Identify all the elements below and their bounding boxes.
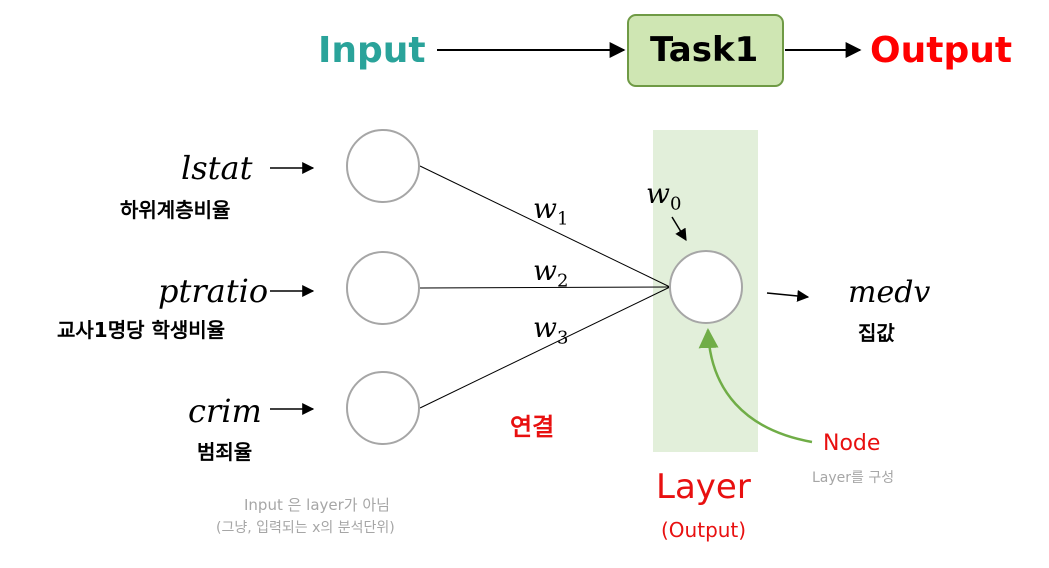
output-arrow <box>766 289 810 302</box>
output-desc-medv: 집값 <box>858 321 895 345</box>
input-node-ptratio <box>346 251 420 325</box>
input-var-crim: crim <box>188 392 262 430</box>
connection-3 <box>419 286 671 409</box>
node-note-title: Node <box>823 431 881 456</box>
input-desc-lstat: 하위계층비율 <box>120 198 231 222</box>
layer-title: Layer <box>656 467 751 507</box>
input-var-lstat: lstat <box>181 149 253 187</box>
connection-1 <box>419 165 671 288</box>
bias-arrow <box>671 216 687 242</box>
input-note-line2: (그냥, 입력되는 x의 분석단위) <box>216 520 395 536</box>
output-node <box>669 250 743 324</box>
connection-2 <box>419 286 671 289</box>
bias-label: w0 <box>646 177 682 215</box>
header-input-label: Input <box>318 30 426 71</box>
input-node-lstat <box>346 129 420 203</box>
weight-1-label: w1 <box>533 192 569 230</box>
input-node-crim <box>346 371 420 445</box>
node-note-subtitle: Layer를 구성 <box>812 470 895 486</box>
input-desc-crim: 범죄율 <box>197 440 253 464</box>
weight-3-label: w3 <box>533 311 569 349</box>
input-var-ptratio: ptratio <box>158 272 269 310</box>
header-output-label: Output <box>870 30 1013 71</box>
input-note-line1: Input 은 layer가 아님 <box>244 496 390 514</box>
weight-2-label: w2 <box>533 254 569 292</box>
task-box <box>627 14 784 87</box>
node-pointer-arrow <box>698 328 813 444</box>
output-var-medv: medv <box>848 275 931 310</box>
connection-label: 연결 <box>510 413 555 441</box>
input-desc-ptratio: 교사1명당 학생비율 <box>57 318 226 342</box>
layer-subtitle: (Output) <box>661 518 747 542</box>
header-task-label: Task1 <box>650 30 759 70</box>
